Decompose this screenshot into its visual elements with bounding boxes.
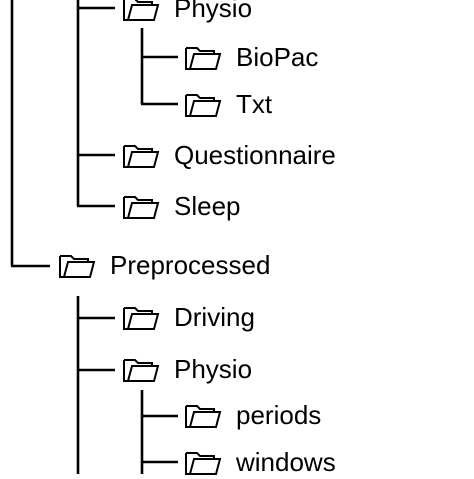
folder-icon [123, 307, 160, 330]
tree-node-windows[interactable]: windows [184, 445, 336, 479]
folder-icon [185, 94, 222, 117]
tree-node-label: Sleep [174, 191, 241, 221]
tree-node-label: Preprocessed [110, 250, 271, 280]
tree-node-label: periods [236, 400, 322, 430]
tree-node-label: Txt [236, 89, 273, 119]
tree-node-physio-preprocessed[interactable]: Physio [122, 352, 252, 386]
tree-node-txt[interactable]: Txt [184, 87, 272, 121]
folder-icon [123, 145, 160, 168]
tree-node-label: Questionnaire [174, 140, 336, 170]
folder-icon [123, 0, 160, 21]
folder-icon [185, 47, 222, 70]
folder-icon [59, 255, 96, 278]
folder-icon [185, 405, 222, 428]
folder-icon [185, 452, 222, 475]
tree-node-biopac[interactable]: BioPac [184, 40, 318, 74]
tree-node-label: BioPac [236, 42, 319, 72]
folder-icon [123, 359, 160, 382]
tree-node-label: Physio [174, 0, 253, 23]
tree-node-label: Driving [174, 302, 255, 332]
tree-node-questionnaire[interactable]: Questionnaire [122, 138, 336, 172]
tree-node-label: windows [236, 447, 336, 477]
tree-node-sleep[interactable]: Sleep [122, 189, 241, 223]
tree-node-label: Physio [174, 354, 253, 384]
tree-node-physio[interactable]: Physio [122, 0, 252, 25]
tree-node-periods[interactable]: periods [184, 398, 321, 432]
tree-node-driving[interactable]: Driving [122, 300, 255, 334]
folder-icon [123, 196, 160, 219]
tree-node-preprocessed[interactable]: Preprocessed [58, 248, 270, 282]
